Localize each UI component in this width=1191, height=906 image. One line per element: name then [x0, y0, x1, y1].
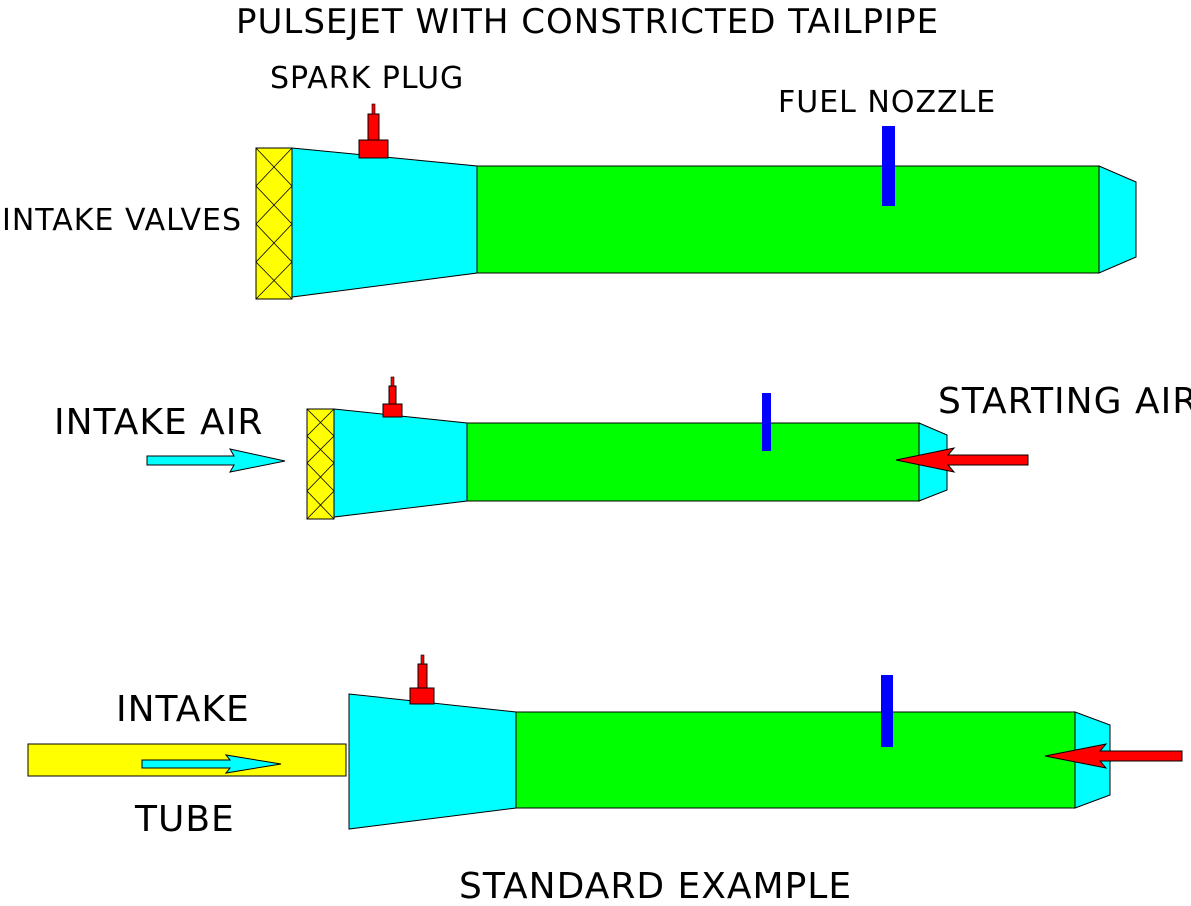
label-intake-air: INTAKE AIR — [54, 402, 263, 443]
label-standard-example: STANDARD EXAMPLE — [459, 866, 852, 906]
fuel-nozzle-top — [882, 126, 895, 206]
spark-plug-middle — [382, 376, 403, 418]
combustion-chamber-middle — [333, 408, 468, 518]
engine-bottom — [27, 654, 1183, 830]
label-intake-valves: INTAKE VALVES — [2, 203, 242, 238]
spark-plug-bottom — [409, 654, 435, 705]
starting-air-arrow-bottom — [1044, 743, 1183, 769]
diagram-title: PULSEJET WITH CONSTRICTED TAILPIPE — [236, 2, 939, 42]
starting-air-arrow — [895, 447, 1029, 473]
engine-top — [255, 103, 1137, 300]
label-starting-air: STARTING AIR — [938, 381, 1191, 422]
engine-middle — [146, 376, 1029, 520]
intake-tube-arrow — [141, 754, 282, 774]
intake-valves-middle — [306, 408, 335, 520]
combustion-chamber-top — [291, 147, 478, 298]
intake-valves-top — [255, 147, 293, 300]
fuel-nozzle-middle — [762, 393, 771, 451]
valve-flaps-top — [255, 147, 293, 300]
label-spark-plug: SPARK PLUG — [270, 61, 464, 96]
spark-plug-top — [358, 103, 389, 159]
label-fuel-nozzle: FUEL NOZZLE — [778, 85, 996, 120]
tailpipe-nozzle-top — [1098, 165, 1137, 274]
tailpipe-top — [476, 165, 1100, 274]
label-intake: INTAKE — [116, 689, 250, 730]
combustion-chamber-bottom — [348, 693, 517, 830]
tailpipe-bottom — [515, 711, 1076, 809]
valve-block-top — [255, 147, 293, 300]
tailpipe-middle — [466, 422, 920, 502]
fuel-nozzle-bottom — [881, 675, 893, 747]
label-tube: TUBE — [134, 799, 235, 840]
intake-air-arrow — [146, 448, 286, 473]
